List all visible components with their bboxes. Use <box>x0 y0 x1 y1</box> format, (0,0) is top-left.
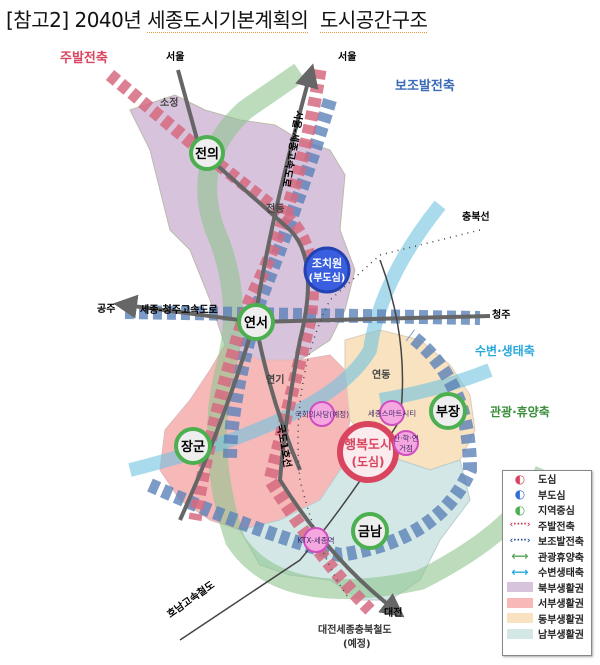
label-jochiwon-sub: (부도심) <box>309 271 346 284</box>
legend-label: 북부생활권 <box>538 583 584 595</box>
label-research1: 산·학·연 <box>393 433 419 443</box>
legend: ◐도심◐부도심◐지역중심‹····›주발전축‹····›보조발전축⟷관광휴양축⟷… <box>502 470 592 656</box>
legend-label: 서부생활권 <box>538 599 584 611</box>
label-yeondong: 연동 <box>372 368 390 381</box>
swatch-icon <box>507 597 533 608</box>
label-happy-city-sub: (도심) <box>351 454 384 469</box>
main-axis-west <box>105 70 375 615</box>
legend-item: ◐ 도심 <box>503 471 591 487</box>
region-north <box>129 94 356 361</box>
node-jochiwon[interactable] <box>303 246 351 294</box>
legend-item: 남부생활권 <box>503 626 591 642</box>
node-happy[interactable] <box>337 421 399 483</box>
legend-label: 지역중심 <box>538 506 575 518</box>
title-prefix: [참고2] 2040년 <box>6 8 148 32</box>
legend-label: 도심 <box>538 475 557 487</box>
ring-icon: ◐ <box>514 487 526 502</box>
node-ktx[interactable] <box>303 527 329 553</box>
label-gongju: 공주 <box>97 303 115 315</box>
label-seoul-left: 서울 <box>166 50 184 63</box>
legend-item: ‹····› 주발전축 <box>503 518 591 534</box>
node-research[interactable] <box>393 430 419 456</box>
label-research2: 거점 <box>399 443 413 453</box>
legend-item: 북부생활권 <box>503 580 591 596</box>
label-main-axis: 주발전축 <box>60 50 108 66</box>
title-part1: 세종도시기본계획의 <box>147 8 309 33</box>
label-jeondong: 전동 <box>266 202 284 215</box>
label-assembly: 국회의사당(예정) <box>295 409 349 419</box>
swatch-icon <box>507 613 533 624</box>
legend-label: 주발전축 <box>538 521 575 533</box>
label-smartcity: 세종스마트시티 <box>368 409 416 418</box>
label-seoul-right: 서울 <box>338 50 356 63</box>
legend-label: 남부생활권 <box>538 630 584 642</box>
node-janggun[interactable] <box>174 427 212 465</box>
legend-label: 관광휴양축 <box>538 552 584 564</box>
legend-item: ⟷ 수변생태축 <box>503 564 591 580</box>
legend-label: 보조발전축 <box>538 537 584 549</box>
page-title: [참고2] 2040년 세종도시기본계획의 도시공간구조 <box>6 4 428 33</box>
dotted-arrow-icon: ‹····› <box>509 535 531 546</box>
legend-item: ◐ 부도심 <box>503 487 591 503</box>
node-assembly[interactable] <box>309 401 335 427</box>
label-bujang: 부장 <box>436 404 460 420</box>
label-happy-city: 행복도시 <box>344 437 392 453</box>
label-geumnam: 금남 <box>358 524 382 540</box>
legend-item: ◐ 지역중심 <box>503 502 591 518</box>
swatch-icon <box>507 628 533 639</box>
ring-icon: ◐ <box>514 502 526 517</box>
label-sub-axis: 보조발전축 <box>395 78 455 94</box>
label-water-axis: 수변·생태축 <box>475 343 535 358</box>
ring-icon: ◐ <box>514 471 526 486</box>
legend-item: 서부생활권 <box>503 595 591 611</box>
node-geumnam[interactable] <box>351 512 389 550</box>
legend-label: 수변생태축 <box>538 568 584 580</box>
legend-label: 부도심 <box>538 490 566 502</box>
node-yeonseo[interactable] <box>237 303 275 341</box>
label-daejeon: 대전 <box>384 606 402 619</box>
node-smartcity[interactable] <box>379 400 405 426</box>
label-sojeong: 소정 <box>160 96 178 109</box>
label-yeongi: 연기 <box>266 373 284 386</box>
arrow-icon: ⟷ <box>511 564 529 579</box>
swatch-icon <box>507 582 533 593</box>
arrow-icon: ⟷ <box>511 549 529 564</box>
water-axis-branch <box>378 363 493 407</box>
label-tourism-axis: 관광·휴양축 <box>490 404 550 419</box>
title-part2: 도시공간구조 <box>319 8 428 33</box>
node-bujang[interactable] <box>429 392 467 430</box>
tourism-axis <box>197 63 555 599</box>
label-daejeon-rail: 대전세종충북철도 <box>318 623 392 636</box>
legend-item: ⟷ 관광휴양축 <box>503 549 591 565</box>
label-jochiwon: 조치원 <box>312 256 342 270</box>
label-chungbuk-line: 충북선 <box>462 210 490 223</box>
legend-item: 동부생활권 <box>503 611 591 627</box>
dotted-arrow-icon: ‹····› <box>509 520 531 531</box>
label-jeonui: 전의 <box>195 146 219 162</box>
label-honam-rail: 호남고속철도 <box>164 578 217 620</box>
label-sejong-cheongju-road: 세종-청주고속도로 <box>140 303 218 316</box>
node-jeonui[interactable] <box>189 135 225 171</box>
label-janggun: 장군 <box>181 439 205 455</box>
legend-item: ‹····› 보조발전축 <box>503 533 591 549</box>
label-ktx: KTX-세종역 <box>297 535 334 545</box>
label-daejeon-rail-note: (예정) <box>343 637 371 650</box>
label-yeonseo: 연서 <box>244 316 268 331</box>
road-route1 <box>178 319 257 521</box>
label-cheongju: 청주 <box>492 308 510 321</box>
legend-label: 동부생활권 <box>538 614 584 626</box>
